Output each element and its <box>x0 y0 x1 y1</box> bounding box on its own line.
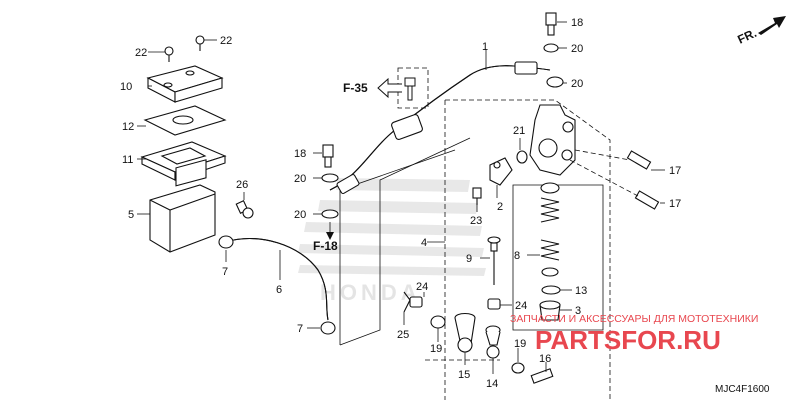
front-direction-indicator: FR. <box>735 16 786 47</box>
callout-17-bottom: 17 <box>669 198 681 210</box>
bolt-17-top <box>626 150 652 170</box>
washer-20-right-top <box>543 43 559 53</box>
watermark-brand: PARTSFOR.RU <box>535 325 721 355</box>
callout-7-bottom: 7 <box>297 323 303 335</box>
callout-25: 25 <box>397 329 409 341</box>
rod-end-14 <box>485 325 501 359</box>
partsfor-watermark: ЗАПЧАСТИ И АКСЕССУАРЫ ДЛЯ МОТОТЕХНИКИ PA… <box>510 313 758 355</box>
callout-15: 15 <box>458 369 470 381</box>
callout-3: 3 <box>575 305 581 317</box>
diagram-code: MJC4F1600 <box>715 384 770 395</box>
boot-3 <box>539 300 561 321</box>
callout-18-left: 18 <box>294 148 306 160</box>
ref-f35: F-35 <box>343 81 368 95</box>
callout-2: 2 <box>497 201 503 213</box>
cotter-pin-25 <box>403 291 411 313</box>
callout-13: 13 <box>575 285 587 297</box>
callout-24-right: 24 <box>515 300 527 312</box>
ref-f18: F-18 <box>313 239 338 253</box>
callout-numbers: 1 2 3 4 5 6 7 7 8 9 10 12 11 13 14 15 16… <box>120 17 681 390</box>
callout-5: 5 <box>128 209 134 221</box>
bolt-18-right <box>545 12 557 36</box>
reservoir-body <box>149 159 216 253</box>
callout-11: 11 <box>122 154 133 166</box>
washer-19-left <box>430 315 446 329</box>
bolt-16 <box>530 368 554 384</box>
hose-joint-2 <box>489 157 513 186</box>
screw-22-right <box>195 35 205 51</box>
arrow-down-icon <box>326 232 334 240</box>
reservoir-plate <box>143 105 227 136</box>
callout-9: 9 <box>466 253 472 265</box>
callout-6: 6 <box>276 284 282 296</box>
piston-cup <box>540 182 560 194</box>
callout-17-top: 17 <box>669 165 681 177</box>
brake-hose <box>329 61 551 195</box>
arrow-right-icon <box>758 16 786 35</box>
callout-16: 16 <box>539 353 551 365</box>
screw-22-left <box>164 46 174 62</box>
callout-22-right: 22 <box>220 35 232 47</box>
callout-10: 10 <box>120 81 132 93</box>
callout-19-left: 19 <box>430 343 442 355</box>
hose-clamp-bottom <box>320 321 336 335</box>
washer-19-right <box>511 362 525 374</box>
washer-20-left-bottom <box>321 209 339 219</box>
callout-20-right-bottom: 20 <box>571 78 583 90</box>
callout-12: 12 <box>122 121 134 133</box>
circlip-13 <box>541 285 561 295</box>
screw-23 <box>472 187 482 205</box>
bolt-26 <box>235 200 254 219</box>
assembly-outline <box>339 99 611 400</box>
callout-20-left-bottom: 20 <box>294 209 306 221</box>
master-cylinder-body <box>529 104 576 176</box>
washer-20-left-top <box>321 173 339 183</box>
bolt-18-left <box>322 144 334 168</box>
nut-24-left <box>409 296 423 308</box>
reservoir-cap <box>146 65 224 103</box>
callout-23: 23 <box>470 215 482 227</box>
callout-19-right: 19 <box>514 338 526 350</box>
callout-4: 4 <box>421 237 427 249</box>
callout-20-left-top: 20 <box>294 173 306 185</box>
callout-20-right-top: 20 <box>571 43 583 55</box>
hose-clamp-top <box>218 235 234 249</box>
callout-8: 8 <box>514 250 520 262</box>
callout-26: 26 <box>236 179 248 191</box>
bolt-17-bottom <box>634 190 660 210</box>
watermark-caption: ЗАПЧАСТИ И АКСЕССУАРЫ ДЛЯ МОТОТЕХНИКИ <box>510 313 758 325</box>
reservoir-hose <box>224 238 329 321</box>
joint-15 <box>454 312 476 353</box>
piston-spring-lower <box>540 239 560 261</box>
callout-22-left: 22 <box>135 47 147 59</box>
washer-20-right-bottom <box>546 76 564 88</box>
watermark-logo-text: HONDA <box>320 280 421 305</box>
piston-spring-upper <box>540 197 560 223</box>
nut-24-right <box>487 298 501 310</box>
piston-washer <box>541 267 559 277</box>
callout-14: 14 <box>486 378 498 390</box>
callout-18-right: 18 <box>571 17 583 29</box>
f35-reference-box <box>377 67 429 109</box>
callout-24-left: 24 <box>416 281 428 293</box>
callout-7-top: 7 <box>222 266 228 278</box>
front-label: FR. <box>735 26 758 47</box>
leader-lines <box>137 21 665 374</box>
o-ring-21 <box>516 150 528 164</box>
push-rod-9 <box>487 236 501 285</box>
honda-wing-logo: HONDA <box>298 178 486 305</box>
callout-1: 1 <box>482 41 488 53</box>
callout-21: 21 <box>513 125 525 137</box>
